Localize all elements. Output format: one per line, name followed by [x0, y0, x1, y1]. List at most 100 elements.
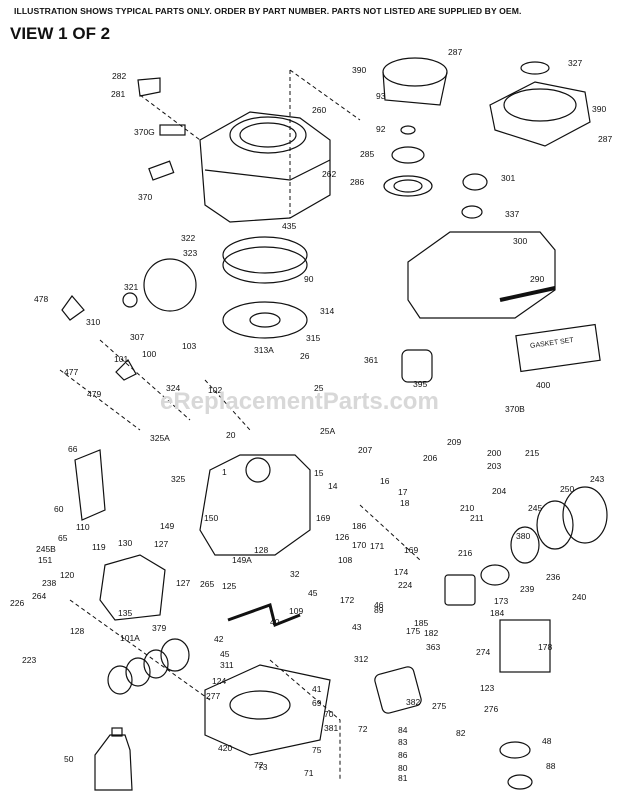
part-label-250: 250	[560, 484, 574, 494]
part-label-70: 70	[324, 709, 334, 719]
part-label-125: 125	[222, 581, 236, 591]
part-label-379: 379	[152, 623, 166, 633]
part-label-120: 120	[60, 570, 74, 580]
part-label-238: 238	[42, 578, 56, 588]
part-label-207: 207	[358, 445, 372, 455]
detail-box-379	[499, 619, 551, 673]
part-label-81: 81	[398, 773, 408, 783]
part-label-361: 361	[364, 355, 378, 365]
part-label-262: 262	[322, 169, 336, 179]
part-label-290: 290	[530, 274, 544, 284]
part-label-274: 274	[476, 647, 490, 657]
part-label-75: 75	[312, 745, 322, 755]
part-label-175: 175	[406, 626, 420, 636]
part-label-88: 88	[546, 761, 556, 771]
part-label-149a: 149A	[232, 555, 252, 565]
crankshaft-part	[227, 603, 301, 628]
part-label-186: 186	[352, 521, 366, 531]
part-label-204: 204	[492, 486, 506, 496]
part-label-390: 390	[352, 65, 366, 75]
part-label-281: 281	[111, 89, 125, 99]
part-label-1: 1	[222, 467, 227, 477]
engine-block-part	[199, 454, 311, 556]
part-label-206: 206	[423, 453, 437, 463]
part-label-312: 312	[354, 654, 368, 664]
part-label-103: 103	[182, 341, 196, 351]
solenoid-part	[401, 349, 433, 383]
part-label-239: 239	[520, 584, 534, 594]
cylinder-head-part	[99, 554, 166, 621]
part-label-211: 211	[470, 513, 484, 523]
part-label-209: 209	[447, 437, 461, 447]
part-label-370: 370	[138, 192, 152, 202]
muffler-part	[374, 666, 422, 714]
part-label-14: 14	[328, 481, 338, 491]
part-label-25: 25	[314, 383, 324, 393]
part-label-50: 50	[64, 754, 74, 764]
part-label-236: 236	[546, 572, 560, 582]
carburetor-part	[444, 574, 476, 606]
part-number-labels: 2873272822813902609392390287370G28526228…	[0, 0, 612, 783]
part-label-101a: 101A	[120, 633, 140, 643]
part-label-86: 86	[398, 750, 408, 760]
part-label-32: 32	[290, 569, 300, 579]
part-label-124: 124	[212, 676, 226, 686]
part-label-478: 478	[34, 294, 48, 304]
part-label-282: 282	[112, 71, 126, 81]
part-label-45: 45	[220, 649, 230, 659]
part-label-102: 102	[208, 385, 222, 395]
part-label-337: 337	[505, 209, 519, 219]
part-label-226: 226	[10, 598, 24, 608]
part-label-109: 109	[289, 606, 303, 616]
part-label-46: 46	[374, 600, 384, 610]
part-label-322: 322	[181, 233, 195, 243]
part-label-82: 82	[456, 728, 466, 738]
part-label-45: 45	[308, 588, 318, 598]
part-label-311: 311	[220, 660, 234, 670]
part-label-128: 128	[70, 626, 84, 636]
part-label-151: 151	[38, 555, 52, 565]
part-label-65: 65	[58, 533, 68, 543]
part-label-276: 276	[484, 704, 498, 714]
part-label-128: 128	[254, 545, 268, 555]
part-label-324: 324	[166, 383, 180, 393]
part-label-178: 178	[538, 642, 552, 652]
part-label-172: 172	[340, 595, 354, 605]
part-label-435: 435	[282, 221, 296, 231]
stator-part	[222, 301, 308, 339]
part-label-265: 265	[200, 579, 214, 589]
part-label-370b: 370B	[505, 404, 525, 414]
part-label-52: 52	[0, 0, 10, 2]
oil-bottle-part	[94, 734, 133, 791]
part-label-321: 321	[124, 282, 138, 292]
part-label-40: 40	[270, 617, 280, 627]
part-label-83: 83	[398, 737, 408, 747]
watermark: eReplacementParts.com	[160, 388, 439, 415]
part-label-216: 216	[458, 548, 472, 558]
part-label-169: 169	[404, 545, 418, 555]
plate-part	[74, 449, 106, 521]
part-label-66: 66	[68, 444, 78, 454]
part-label-477: 477	[64, 367, 78, 377]
part-label-92: 92	[376, 124, 386, 134]
part-label-108: 108	[338, 555, 352, 565]
part-label-479: 479	[87, 389, 101, 399]
part-label-60: 60	[54, 504, 64, 514]
part-label-42: 42	[214, 634, 224, 644]
part-label-126: 126	[335, 532, 349, 542]
fuel-tank-part	[407, 173, 556, 319]
part-label-100: 100	[142, 349, 156, 359]
part-label-310: 310	[86, 317, 100, 327]
part-label-127: 127	[154, 539, 168, 549]
part-label-215: 215	[525, 448, 539, 458]
magnified-detail-circle	[143, 258, 197, 312]
part-label-245b: 245B	[36, 544, 56, 554]
part-label-185: 185	[414, 618, 428, 628]
part-label-89: 89	[374, 605, 384, 615]
header-note: ILLUSTRATION SHOWS TYPICAL PARTS ONLY. O…	[14, 6, 522, 16]
flywheel-part	[222, 236, 308, 284]
part-label-69: 69	[312, 698, 322, 708]
part-label-313a: 313A	[254, 345, 274, 355]
part-label-380: 380	[516, 531, 530, 541]
part-label-90: 90	[304, 274, 314, 284]
